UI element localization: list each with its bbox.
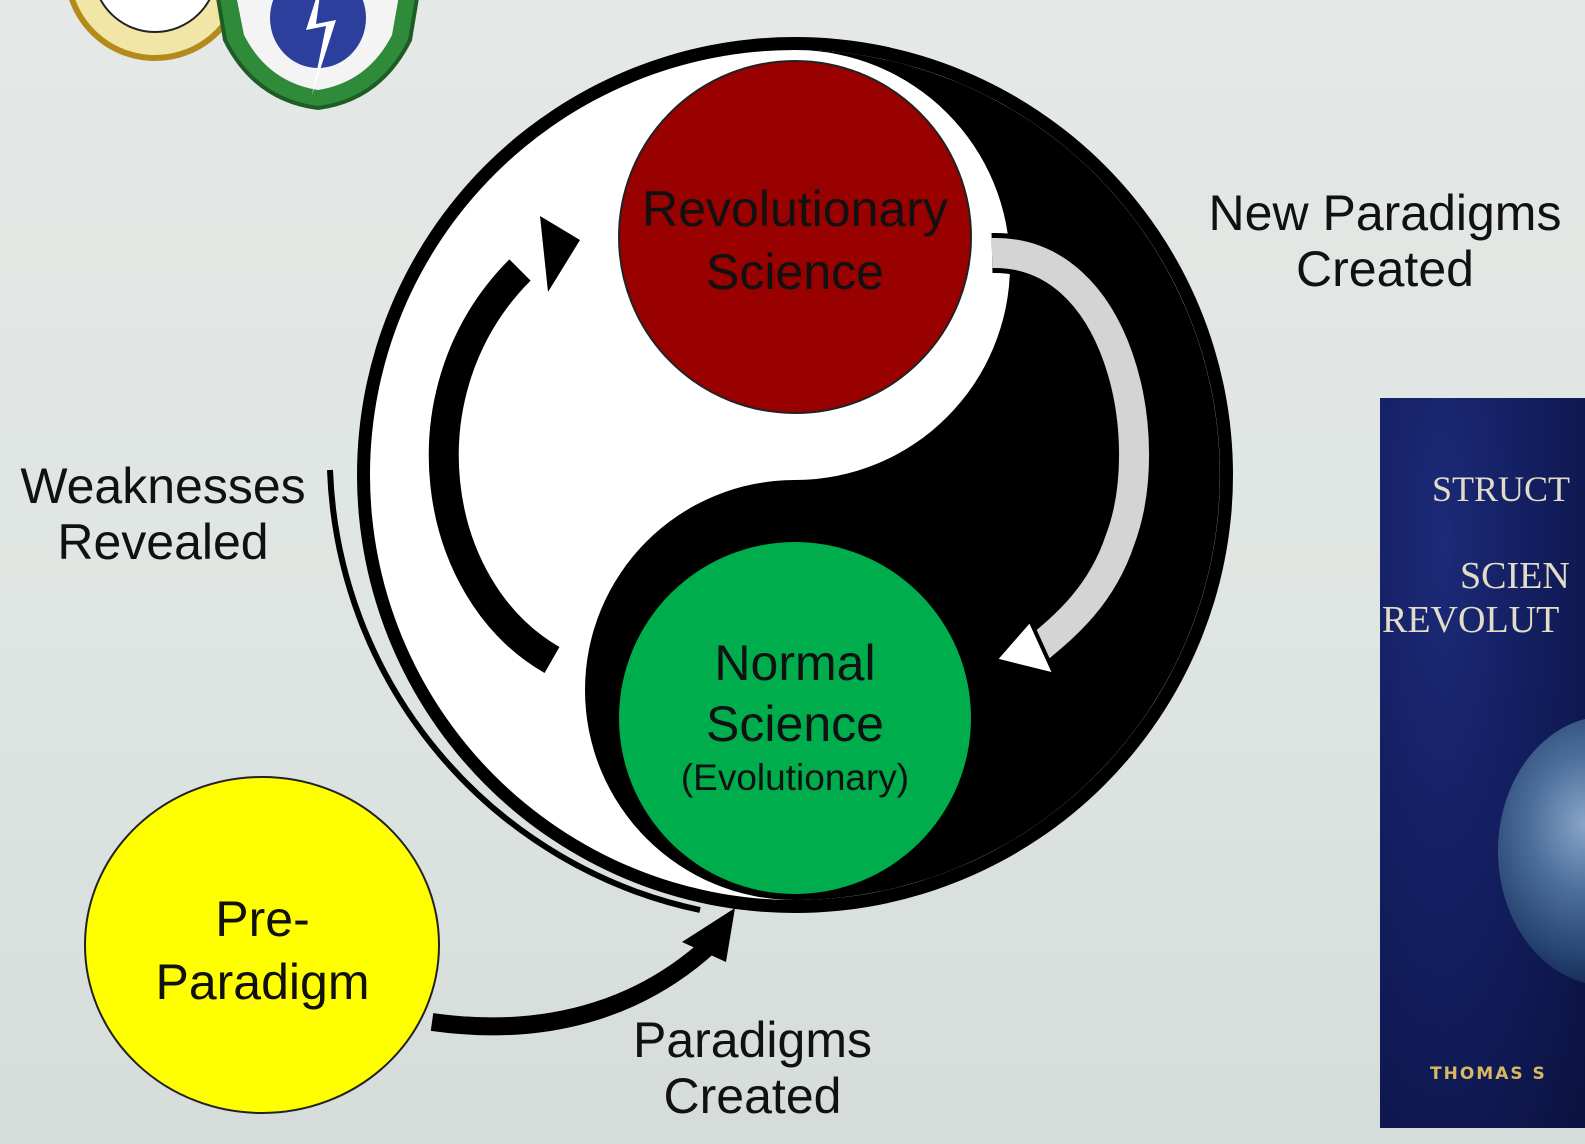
simulation-unit-emblem [216, 0, 419, 111]
book-title-line-3: REVOLUT [1382, 599, 1560, 641]
weaknesses-line-2: Revealed [57, 514, 269, 570]
new-paradigms-arrow [991, 232, 1155, 678]
book-title-line-1: STRUCT [1432, 469, 1571, 509]
pre-paradigm-node [84, 776, 440, 1114]
paradigms-created-arrow [430, 908, 735, 1036]
new-paradigms-line-1: New Paradigms [1208, 185, 1562, 241]
weaknesses-revealed-label: Weaknesses Revealed [8, 458, 318, 570]
paradigms-created-label: Paradigms Created [595, 1012, 910, 1124]
normal-line-3: (Evolutionary) [680, 757, 910, 798]
earth-globe-image [1498, 716, 1585, 986]
normal-line-2: Science [706, 696, 884, 752]
revolutionary-line-1: Revolutionary [642, 181, 948, 237]
weaknesses-line-1: Weaknesses [20, 458, 306, 514]
revolutionary-science-node [618, 60, 972, 414]
pre-paradigm-line-1: Pre- [215, 891, 310, 947]
weaknesses-revealed-arrow [428, 216, 580, 674]
book-cover-image: STRUCT SCIEN REVOLUT THOMAS S [1380, 398, 1585, 1128]
normal-science-node [619, 542, 971, 894]
normal-line-1: Normal [714, 635, 876, 691]
revolutionary-science-label: Revolutionary Science [620, 178, 970, 303]
book-title-line-2: SCIEN [1460, 555, 1570, 597]
pre-paradigm-line-2: Paradigm [155, 953, 370, 1010]
pre-paradigm-label: Pre- Paradigm [100, 888, 425, 1013]
normal-science-label: Normal Science (Evolutionary) [620, 633, 970, 800]
new-paradigms-line-2: Created [1296, 241, 1474, 297]
revolutionary-line-2: Science [706, 243, 884, 300]
new-paradigms-label: New Paradigms Created [1190, 185, 1580, 297]
acquisition-corps-emblem [69, 0, 241, 61]
book-author-text: THOMAS S [1430, 1064, 1547, 1084]
paradigms-created-line-1: Paradigms [633, 1012, 872, 1068]
paradigms-created-line-2: Created [663, 1068, 842, 1124]
